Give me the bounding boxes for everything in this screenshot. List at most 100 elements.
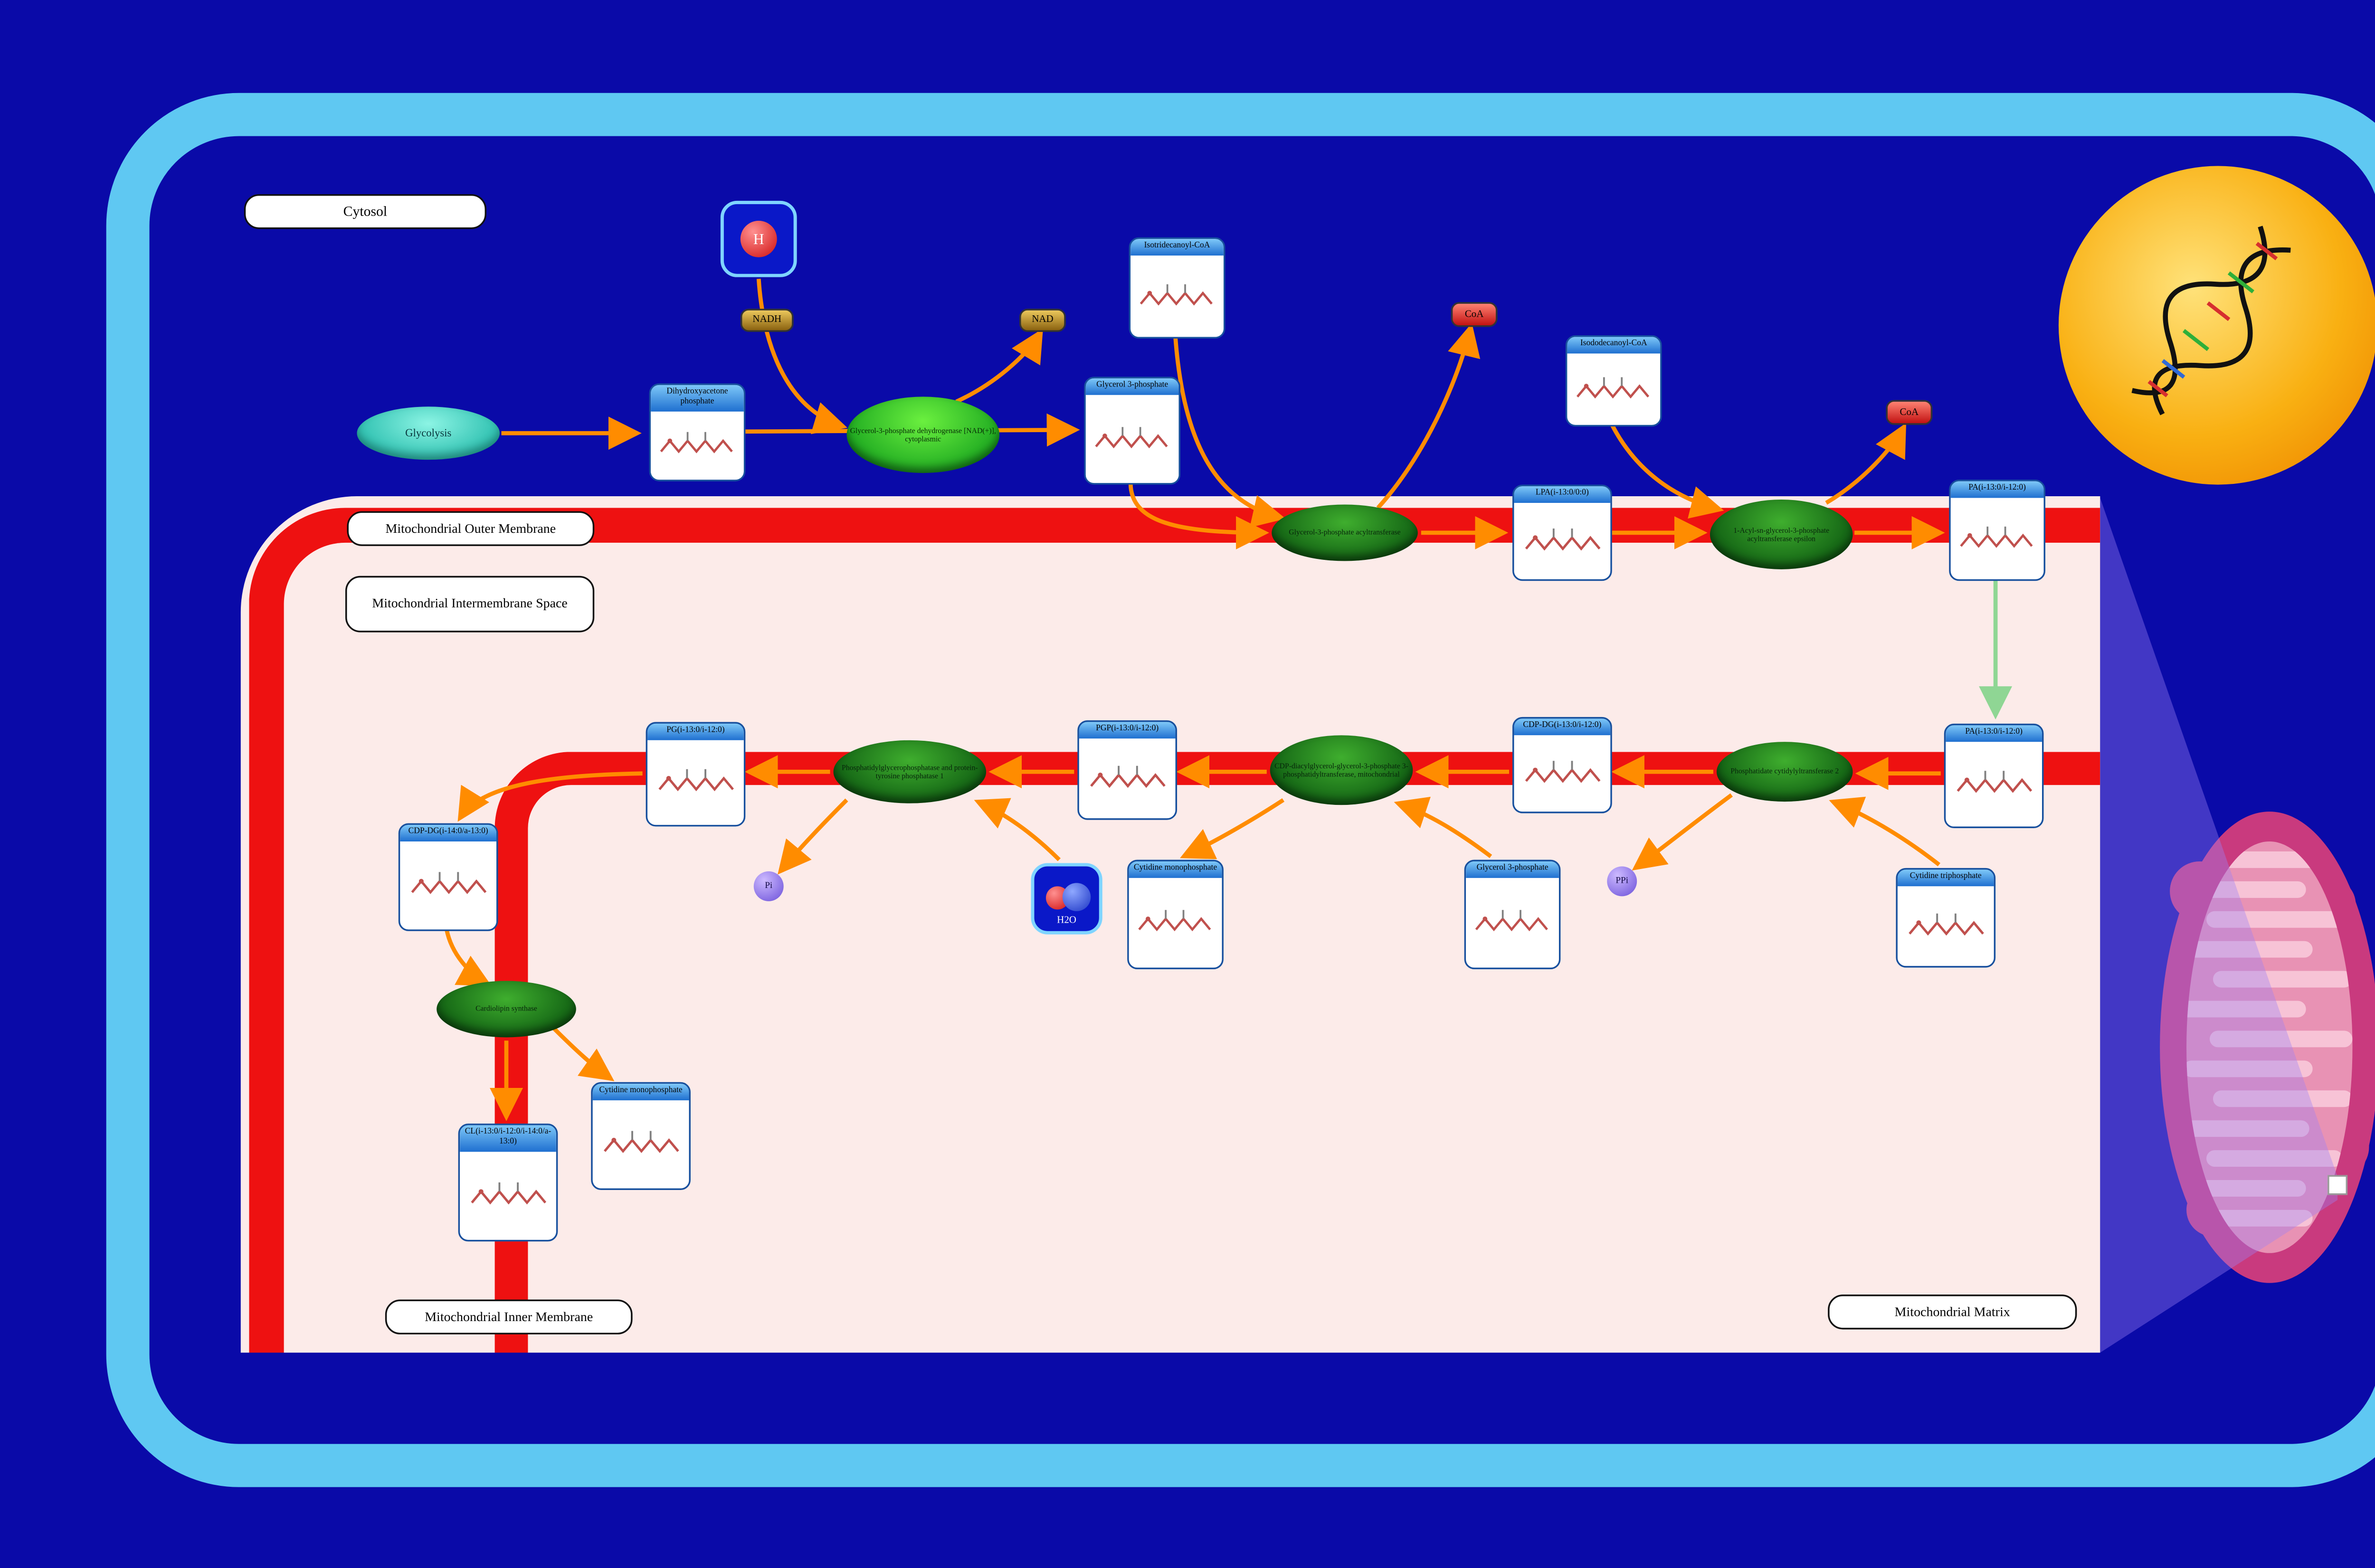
matrix-label: Mitochondrial Matrix — [1828, 1294, 2077, 1330]
metabolite-cmp-matrix[interactable]: Cytidine monophosphate — [1127, 860, 1224, 970]
metabolite-isododecanoyl-coa[interactable]: Isododecanoyl-CoA — [1565, 335, 1662, 427]
chemical-structure — [1522, 520, 1603, 561]
mitochondrial-inner-membrane-band — [494, 752, 2100, 1353]
metabolite-body — [651, 411, 744, 480]
chemical-structure — [1905, 906, 1986, 946]
cofactor-nad[interactable]: NAD — [1019, 309, 1066, 332]
intermembrane-space-label: Mitochondrial Intermembrane Space — [345, 576, 595, 633]
cell-membrane-border — [106, 93, 2375, 1487]
cofactor-label: H — [753, 230, 764, 247]
enzyme-gpat[interactable]: Glycerol-3-phosphate acyltransferase — [1272, 504, 1418, 561]
cofactor-label: CoA — [1900, 407, 1919, 418]
enzyme-label: Glycerol-3-phosphate acyltransferase — [1289, 529, 1401, 537]
chemical-structure — [1953, 764, 2034, 804]
metabolite-label: LPA(i-13:0/0:0) — [1514, 486, 1611, 503]
metabolite-label: Isotridecanoyl-CoA — [1130, 239, 1224, 255]
metabolite-pa-outer[interactable]: PA(i-13:0/i-12:0) — [1949, 480, 2045, 581]
metabolite-cdp-dg-2[interactable]: CDP-DG(i-14:0/a-13:0) — [398, 823, 498, 931]
metabolite-body — [1085, 394, 1179, 483]
mitochondrion-illustration — [2160, 812, 2375, 1283]
chemical-structure — [408, 865, 489, 906]
chemical-structure — [655, 762, 736, 803]
enzyme-cardiolipin-synthase[interactable]: Cardiolipin synthase — [437, 981, 576, 1038]
cofactor-label: NAD — [1032, 315, 1054, 326]
enzyme-label: Phosphatidate cytidylyltransferase 2 — [1730, 767, 1839, 776]
zoom-source-square — [2328, 1175, 2348, 1195]
metabolite-dhap[interactable]: Dihydroxyacetone phosphate — [649, 383, 746, 482]
metabolite-cardiolipin[interactable]: CL(i-13:0/i-12:0/i-14:0/a-13:0) — [458, 1124, 558, 1242]
metabolite-body — [1466, 878, 1559, 968]
cofactor-nadh[interactable]: NADH — [740, 309, 794, 332]
enzyme-label: 1-Acyl-sn-glycerol-3-phosphate acyltrans… — [1733, 526, 1830, 543]
cytosol-label-text: Cytosol — [343, 202, 388, 218]
metabolite-label: PA(i-13:0/i-12:0) — [1946, 725, 2042, 742]
cofactor-coa-2[interactable]: CoA — [1886, 400, 1933, 425]
water-icon[interactable]: H2O — [1031, 863, 1102, 935]
chemical-structure — [467, 1175, 548, 1216]
inner-membrane-label-text: Mitochondrial Inner Membrane — [425, 1309, 593, 1324]
glycolysis-node[interactable]: Glycolysis — [357, 406, 500, 460]
metabolite-body — [1950, 497, 2044, 579]
proton-sphere: H — [740, 220, 777, 257]
cofactor-pi[interactable]: Pi — [753, 871, 784, 901]
metabolite-cdp-dg-1[interactable]: CDP-DG(i-13:0/i-12:0) — [1512, 717, 1612, 813]
metabolite-label: Glycerol 3-phosphate — [1466, 861, 1559, 878]
metabolite-label: Dihydroxyacetone phosphate — [651, 385, 744, 411]
metabolite-label: Isododecanoyl-CoA — [1567, 337, 1661, 353]
chemical-structure — [1087, 758, 1168, 798]
cofactor-label: Pi — [765, 881, 773, 891]
metabolite-cmp-lower[interactable]: Cytidine monophosphate — [591, 1082, 691, 1190]
enzyme-label: CDP-diacylglycerol-glycerol-3-phosphate … — [1274, 762, 1408, 779]
enzyme-pgps[interactable]: CDP-diacylglycerol-glycerol-3-phosphate … — [1270, 735, 1413, 805]
chemical-structure — [1136, 903, 1214, 942]
proton-icon[interactable]: H — [720, 200, 797, 277]
chemical-structure — [658, 425, 736, 464]
metabolite-g3p-matrix[interactable]: Glycerol 3-phosphate — [1464, 860, 1561, 970]
metabolite-body — [1567, 353, 1661, 425]
outer-membrane-label: Mitochondrial Outer Membrane — [347, 511, 595, 546]
intermembrane-space-label-text: Mitochondrial Intermembrane Space — [372, 596, 568, 612]
nucleus-illustration — [2058, 166, 2375, 485]
metabolite-g3p-cytosol[interactable]: Glycerol 3-phosphate — [1084, 377, 1181, 485]
metabolite-label: CDP-DG(i-13:0/i-12:0) — [1514, 718, 1611, 735]
enzyme-label: Cardiolipin synthase — [475, 1005, 537, 1013]
enzyme-agpat-epsilon[interactable]: 1-Acyl-sn-glycerol-3-phosphate acyltrans… — [1710, 500, 1853, 569]
metabolite-body — [1130, 255, 1224, 337]
cofactor-label: H2O — [1057, 916, 1076, 926]
metabolite-body — [1514, 502, 1611, 579]
metabolite-pg[interactable]: PG(i-13:0/i-12:0) — [646, 722, 746, 827]
glycolysis-label: Glycolysis — [405, 427, 452, 439]
cofactor-ppi[interactable]: PPi — [1607, 866, 1637, 897]
water-hydrogen-sphere — [1062, 883, 1091, 911]
metabolite-label: PA(i-13:0/i-12:0) — [1950, 481, 2044, 498]
enzyme-pct2[interactable]: Phosphatidate cytidylyltransferase 2 — [1716, 742, 1853, 802]
chemical-structure — [1958, 519, 2036, 558]
dna-helix-icon — [2131, 226, 2291, 416]
chemical-structure — [1575, 369, 1653, 408]
metabolite-body — [1946, 741, 2042, 827]
enzyme-label: Phosphatidylglycerophosphatase and prote… — [842, 763, 978, 780]
cytosol-label: Cytosol — [244, 194, 487, 229]
enzyme-gpd1[interactable]: Glycerol-3-phosphate dehydrogenase [NAD(… — [846, 397, 1000, 473]
metabolite-body — [1079, 738, 1176, 819]
metabolite-ctp[interactable]: Cytidine triphosphate — [1896, 868, 1996, 968]
matrix-label-text: Mitochondrial Matrix — [1894, 1304, 2010, 1320]
metabolite-isotridecanoyl-coa[interactable]: Isotridecanoyl-CoA — [1129, 237, 1226, 339]
metabolite-label: PG(i-13:0/i-12:0) — [647, 723, 744, 740]
chemical-structure — [1093, 419, 1171, 458]
cofactor-label: CoA — [1464, 309, 1484, 320]
metabolite-pgp[interactable]: PGP(i-13:0/i-12:0) — [1077, 720, 1178, 820]
metabolite-body — [1897, 886, 1994, 966]
chemical-structure — [600, 1124, 681, 1164]
cofactor-coa-1[interactable]: CoA — [1451, 302, 1498, 327]
enzyme-label: Glycerol-3-phosphate dehydrogenase [NAD(… — [850, 426, 996, 444]
metabolite-label: Cytidine monophosphate — [592, 1084, 689, 1100]
metabolite-lpa[interactable]: LPA(i-13:0/0:0) — [1512, 484, 1612, 581]
metabolite-body — [460, 1151, 556, 1240]
enzyme-ptpmt1[interactable]: Phosphatidylglycerophosphatase and prote… — [833, 740, 987, 803]
metabolite-body — [400, 841, 497, 930]
metabolite-label: CL(i-13:0/i-12:0/i-14:0/a-13:0) — [460, 1125, 556, 1151]
metabolite-pa-inner[interactable]: PA(i-13:0/i-12:0) — [1944, 723, 2044, 829]
cofactor-label: NADH — [752, 315, 782, 326]
